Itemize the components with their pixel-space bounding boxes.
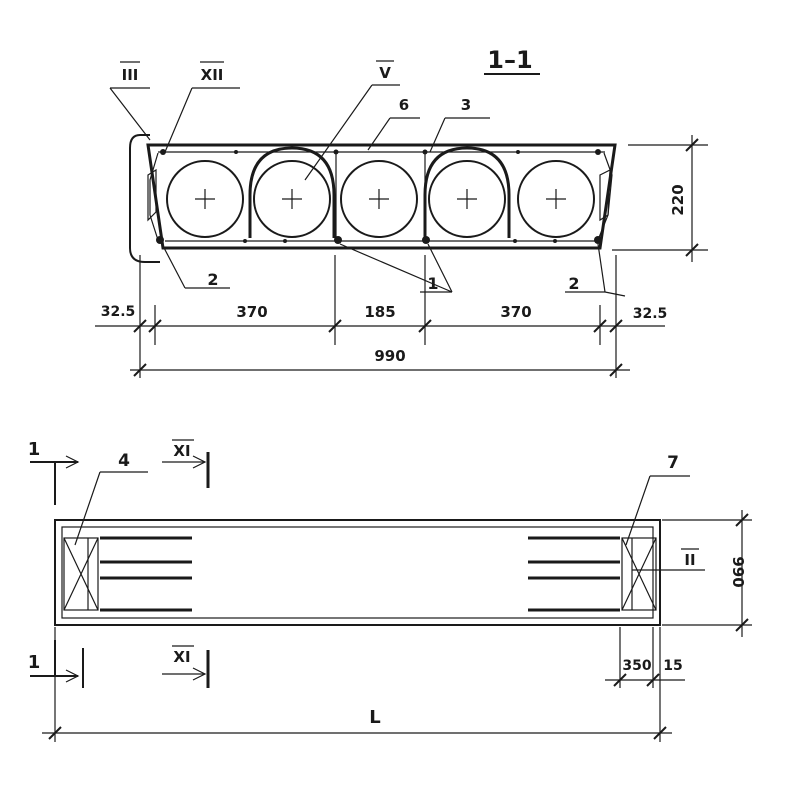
dim-edge-right: 32.5 <box>633 306 668 322</box>
rebar-dot <box>553 239 557 243</box>
rebar-dot <box>334 236 342 244</box>
right-end-cross <box>621 537 657 611</box>
cut-xi-bottom-arrow <box>192 667 207 681</box>
hollow-core-3 <box>340 160 418 238</box>
cut-label-1-bottom: 1 <box>28 652 41 673</box>
rebar-dot <box>283 239 287 243</box>
rebar-dot <box>516 150 520 154</box>
rebar-dot <box>594 236 602 244</box>
chain-ticks <box>133 319 623 333</box>
callout-1: 1 <box>427 274 438 293</box>
callout-2-right: 2 <box>568 274 579 293</box>
dim-plan-width: 990 <box>729 556 747 587</box>
lifting-loop-left <box>248 146 336 238</box>
cut-label-xi-top: XI <box>173 442 190 460</box>
dim-span-right: 370 <box>500 303 531 321</box>
callout-3: 3 <box>461 96 471 114</box>
cut-1-bottom-arrow <box>65 669 80 683</box>
left-rebars <box>100 536 192 612</box>
height-dimension: 220 <box>612 135 708 262</box>
left-end-cross <box>63 537 99 611</box>
plan-end-dimensions: 350 15 <box>605 627 685 742</box>
cross-section: 1–1 <box>95 46 708 378</box>
callout-xii: XII <box>201 66 224 84</box>
hollow-core-1 <box>166 160 244 238</box>
rebar-dot <box>422 149 428 155</box>
cut-1-top <box>30 461 78 505</box>
right-rebars <box>528 536 620 612</box>
callout-6: 6 <box>399 96 409 114</box>
dim-total-width: 990 <box>374 347 405 365</box>
rebar-dot <box>422 236 430 244</box>
callout-ii: II <box>684 551 695 569</box>
right-end-bar <box>597 152 613 241</box>
cut-label-xi-bottom: XI <box>173 648 190 666</box>
tick <box>685 243 699 257</box>
core-center-marks <box>195 189 566 209</box>
rebar-dot <box>243 239 247 243</box>
width-dimensions: 32.5 370 185 370 32.5 990 <box>95 255 667 378</box>
rebar-dot <box>234 150 238 154</box>
plan-width-dimension: 990 <box>662 510 752 637</box>
dim-end-gap: 15 <box>663 658 682 674</box>
section-outline <box>146 143 617 250</box>
callout-iii: III <box>122 66 139 84</box>
leader-4 <box>74 471 148 546</box>
rebar-dot <box>595 149 601 155</box>
leader-2-right <box>565 243 626 297</box>
hollow-cores <box>166 160 595 238</box>
cut-xi-top-arrow <box>192 455 207 469</box>
hollow-core-5 <box>517 160 595 238</box>
callout-7: 7 <box>667 453 679 473</box>
leader-xii <box>164 87 240 153</box>
plan-inner-outline <box>61 526 654 619</box>
rebar-dot <box>160 149 166 155</box>
rebar-dots <box>156 149 602 244</box>
plan-outline <box>54 519 661 626</box>
cut-label-1-top: 1 <box>28 439 41 460</box>
rebar-dot <box>513 239 517 243</box>
leader-2-left <box>161 243 230 289</box>
rebar-dot <box>333 149 339 155</box>
dim-length: L <box>369 707 380 728</box>
ticks <box>735 513 749 632</box>
left-end-loop <box>129 134 160 263</box>
lifting-loop-right <box>423 146 511 238</box>
leader-7 <box>625 475 690 546</box>
dim-end-zone: 350 <box>622 658 651 674</box>
callout-2-left: 2 <box>207 270 218 289</box>
left-end-bar <box>149 152 159 241</box>
leader-iii <box>109 87 151 141</box>
ticks <box>48 726 667 740</box>
cut-1-top-arrow <box>65 455 80 469</box>
leader-3 <box>429 117 490 153</box>
ext-lines <box>619 627 661 742</box>
dim-edge-left: 32.5 <box>101 304 136 320</box>
section-title: 1–1 <box>487 46 532 74</box>
plan-length-dimension: L <box>42 627 672 742</box>
leader-6 <box>367 117 420 151</box>
dim-span-mid: 185 <box>364 303 395 321</box>
plan-view: 1 1 XI XI 4 7 II 990 <box>28 439 752 742</box>
rebar-dot <box>156 236 164 244</box>
right-insert <box>599 169 611 222</box>
hollow-core-4 <box>428 160 506 238</box>
overall-ticks <box>133 363 623 377</box>
callout-v: V <box>379 64 391 82</box>
ticks <box>613 673 660 687</box>
leader-v <box>304 84 400 181</box>
dim-span-left: 370 <box>236 303 267 321</box>
dim-height: 220 <box>669 184 687 215</box>
left-insert <box>147 168 157 222</box>
callout-4: 4 <box>118 451 130 471</box>
tick <box>685 138 699 152</box>
right-end-zone <box>621 537 657 611</box>
left-end-zone <box>63 537 99 611</box>
hollow-core-2 <box>253 160 331 238</box>
